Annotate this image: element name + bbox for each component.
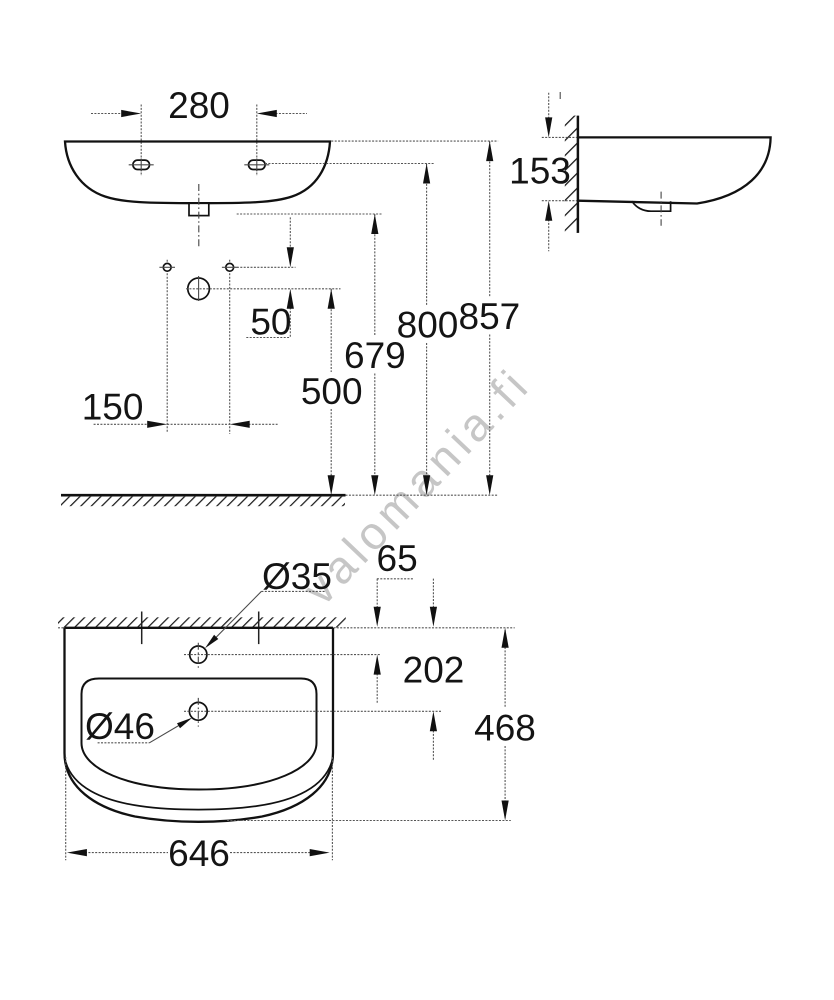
dim-202-arrow-bottom <box>429 711 437 732</box>
dim-65-arrow-top <box>373 606 381 627</box>
dim-468-label: 468 <box>474 708 536 749</box>
dim-280-label: 280 <box>168 85 230 126</box>
side-drain-stub <box>631 200 672 213</box>
dim-646-arrow-left <box>66 849 87 857</box>
plan-bowl-outline <box>80 677 318 791</box>
dim-65-arrow-bottom <box>373 654 381 675</box>
dim-679-label: 679 <box>344 335 406 376</box>
plan-wall-hatch <box>58 617 346 628</box>
dim-150-arrow-left <box>147 420 168 428</box>
dim-500-label: 500 <box>301 371 363 412</box>
dim-153-label: 153 <box>509 151 571 192</box>
dim-857-arrow-top <box>486 141 494 162</box>
dim-tap-hole-leader <box>207 591 262 646</box>
plan-basin-outline <box>63 627 335 823</box>
dim-280-arrow-right <box>256 109 277 118</box>
dim-679-arrow-top <box>371 214 379 234</box>
side-view: 153 <box>509 92 772 252</box>
dim-468-arrow-bottom <box>501 800 509 821</box>
dim-857-arrow-bottom <box>486 475 494 496</box>
front-view <box>61 104 499 507</box>
dim-646-arrow-right <box>309 849 330 857</box>
plan-view: Ø35 Ø46 65 202 468 6 <box>58 538 536 874</box>
dim-50-arrow-bottom <box>286 288 294 309</box>
plan-rim-inner-line <box>63 756 334 811</box>
dim-150-label: 150 <box>82 387 144 428</box>
dim-65-label: 65 <box>377 538 418 579</box>
dim-679-arrow-bottom <box>371 475 379 496</box>
dim-500-arrow-top <box>327 288 335 309</box>
dim-468-arrow-top <box>501 627 509 648</box>
dim-202-arrow-top <box>429 606 437 627</box>
dim-tap-hole-label: Ø35 <box>262 556 332 597</box>
dim-drain-hole-arrow <box>177 717 193 729</box>
side-wall-hatch <box>564 115 578 233</box>
dim-500-arrow-bottom <box>327 475 335 496</box>
dim-50-arrow-top <box>286 247 294 268</box>
dim-800-label: 800 <box>397 305 459 346</box>
dim-280-arrow-left <box>121 109 142 118</box>
dim-800-arrow-top <box>423 163 431 184</box>
dim-153-arrow-bottom <box>545 200 553 221</box>
dim-857-label: 857 <box>459 296 521 337</box>
front-basin-outline <box>63 140 332 205</box>
dim-800-arrow-bottom <box>423 475 431 496</box>
dim-150-arrow-right <box>229 420 250 428</box>
side-basin-outline <box>577 136 772 205</box>
dim-tap-hole-arrow <box>205 634 219 649</box>
floor-hatch <box>61 496 345 507</box>
dim-drain-hole-label: Ø46 <box>85 706 155 747</box>
dim-50-label: 50 <box>250 302 291 343</box>
dim-202-label: 202 <box>403 650 465 691</box>
dim-153-arrow-top <box>545 117 553 138</box>
dim-646-label: 646 <box>168 833 230 874</box>
front-dimensions: 280 50 150 500 679 800 <box>82 85 521 496</box>
